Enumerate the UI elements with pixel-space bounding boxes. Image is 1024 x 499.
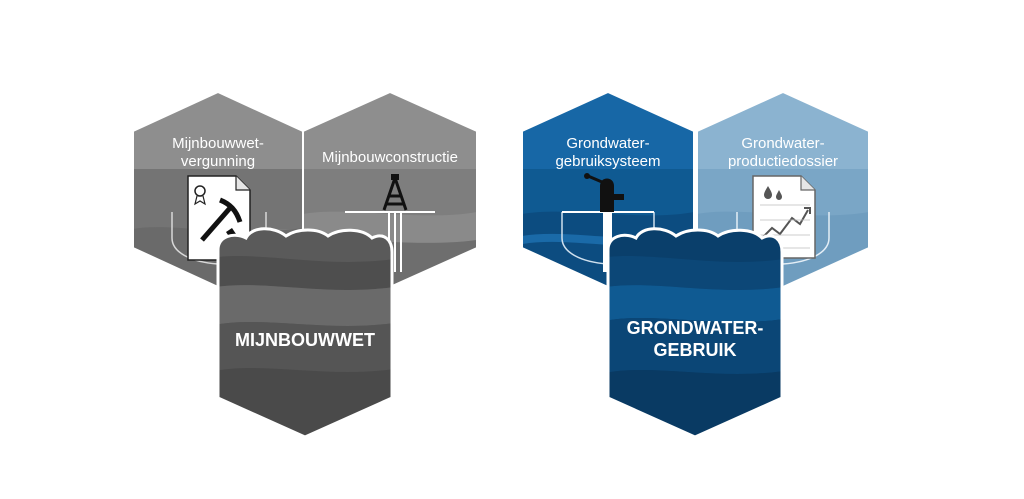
hex-label: Mijnbouwconstructie	[322, 149, 458, 166]
hex-mijnbouwwet-main[interactable]: MIJNBOUWWET	[210, 220, 400, 440]
grondwater-group: Grondwater- gebruiksysteem	[521, 90, 870, 440]
hex-label-line1: Mijnbouwwet-	[172, 135, 264, 152]
hex-label-line2: vergunning	[181, 153, 255, 170]
hex-grondwatergebruik-main[interactable]: GRONDWATER- GEBRUIK	[600, 220, 790, 440]
main-label-line1: GRONDWATER-	[627, 318, 764, 338]
hex-label-line2: productiedossier	[728, 153, 838, 170]
hex-label-line2: gebruiksysteem	[555, 153, 660, 170]
main-label: MIJNBOUWWET	[235, 330, 375, 350]
water-pump-icon	[584, 173, 624, 272]
hex-label-line1: Grondwater-	[566, 135, 649, 152]
mijnbouw-group: Mijnbouwwet- vergunning Mijnbouwconstruc…	[132, 90, 478, 440]
main-label-line2: GEBRUIK	[653, 340, 736, 360]
hex-label-line1: Grondwater-	[741, 135, 824, 152]
